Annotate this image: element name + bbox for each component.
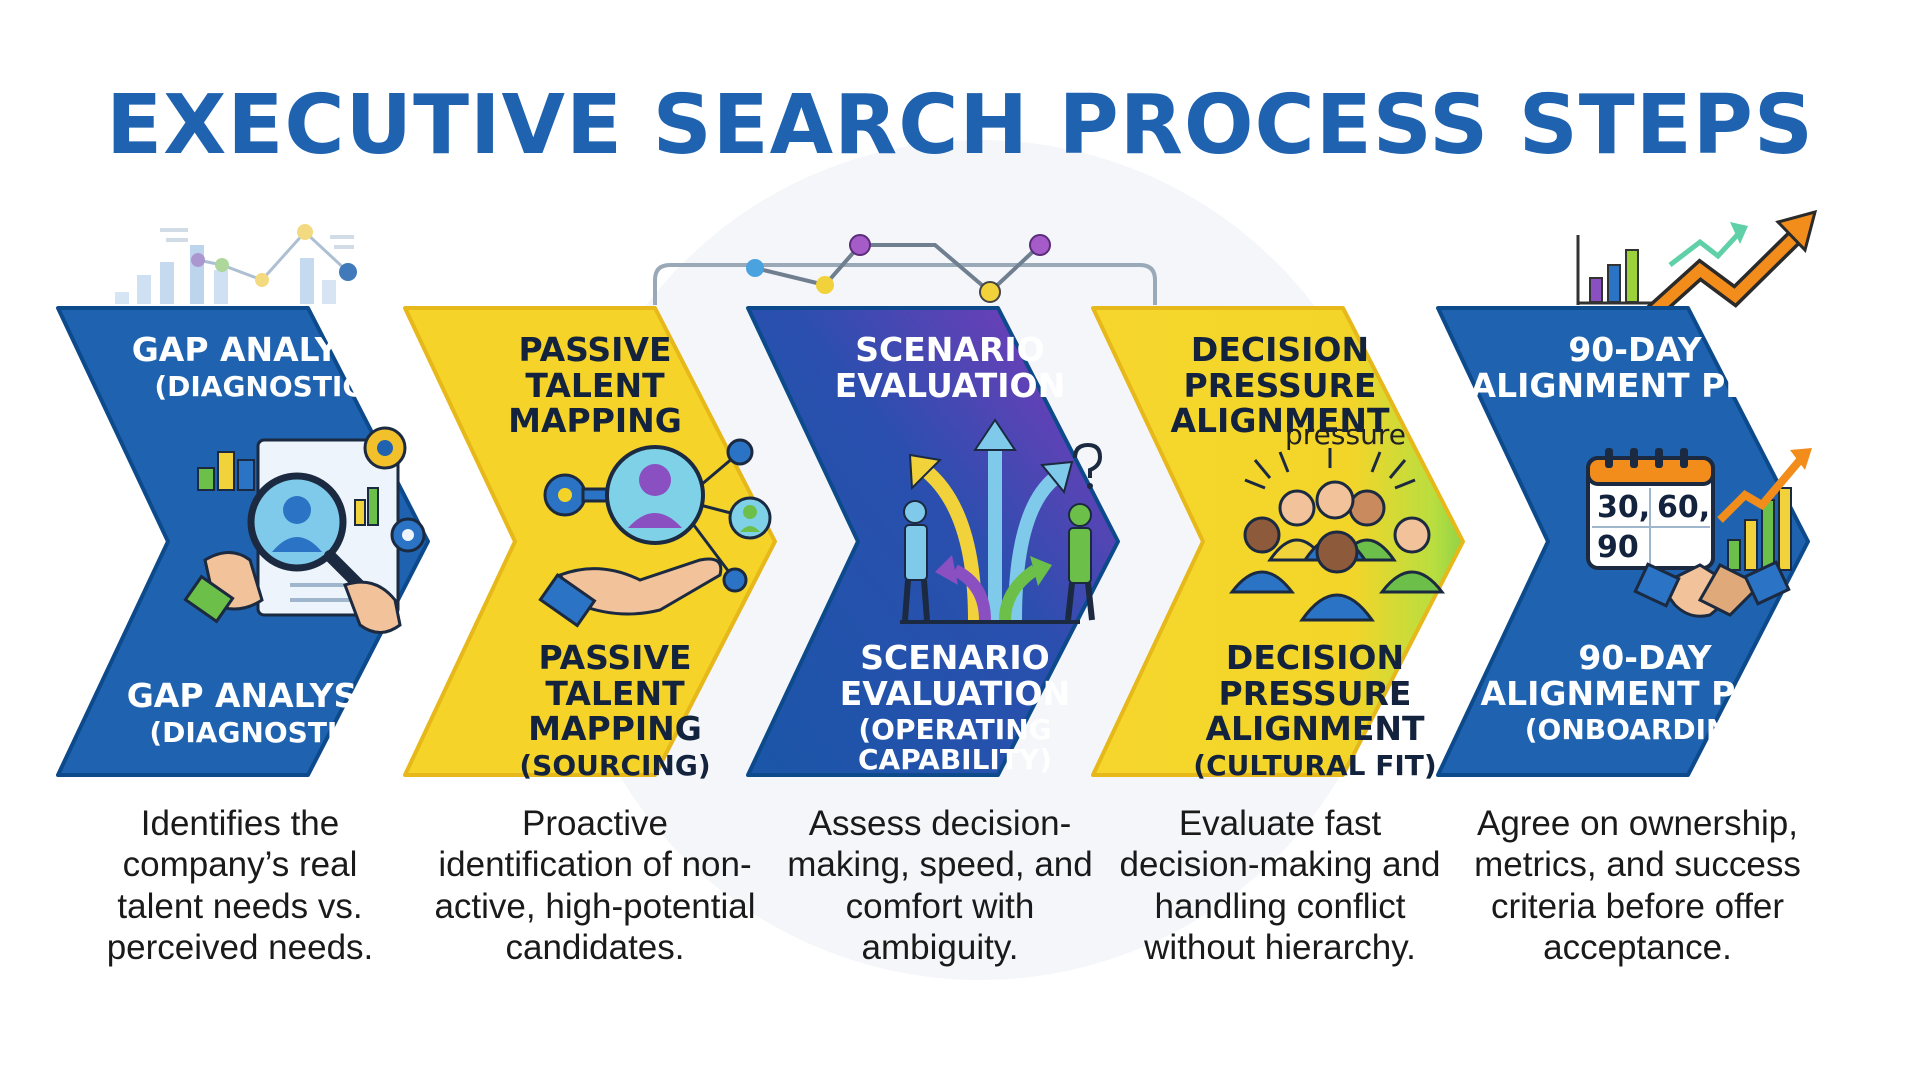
step-3-bottom-label: SCENARIO EVALUATION (OPERATING CAPABILIT…: [775, 640, 1135, 776]
team-pressure-icon: [1228, 448, 1446, 622]
step-2-description: Proactive identification of non-active, …: [434, 804, 756, 967]
step-1-chevron: [56, 306, 430, 777]
step-2-top-label: PASSIVE TALENT MAPPING: [445, 332, 745, 439]
step-5-top-label: 90-DAY ALIGNMENT PLAN: [1470, 332, 1800, 403]
step-3-top-label: SCENARIO EVALUATION: [800, 332, 1100, 403]
step-2-bottom-subtitle: (SOURCING): [519, 748, 711, 782]
growth-chart-icon: [1576, 209, 1818, 322]
step-3-bottom-subtitle: (OPERATING CAPABILITY): [857, 713, 1053, 777]
step-2-bottom-title: PASSIVE TALENT MAPPING: [528, 638, 702, 749]
connector-network-icon: [653, 234, 1157, 305]
step-1-top-title: GAP ANALYSIS: [131, 330, 399, 369]
pressure-label: pressure: [1285, 418, 1406, 451]
bar-chart-icon: [115, 224, 357, 304]
magnifier-person-icon: [183, 426, 426, 634]
step-1-bottom-subtitle: (DIAGNOSTIC): [149, 715, 371, 749]
key-network-icon: [538, 438, 772, 628]
step-1-bottom-label: GAP ANALYSIS (DIAGNOSTIC): [95, 678, 425, 748]
step-3-bottom-title: SCENARIO EVALUATION: [839, 638, 1071, 713]
step-1-description: Identifies the company’s real talent nee…: [106, 804, 374, 967]
crossroads-arrows-icon: [900, 418, 1103, 624]
step-5-bottom-label: 90-DAY ALIGNMENT PLAN (ONBOARDING): [1480, 640, 1810, 745]
calendar-handshake-icon: [1586, 448, 1812, 618]
step-4-bottom-subtitle: (CULTURAL FIT): [1193, 748, 1437, 782]
page-title: EXECUTIVE SEARCH PROCESS STEPS: [106, 78, 1814, 173]
step-3-description: Assess decision-making, speed, and comfo…: [787, 804, 1093, 967]
step-2-bottom-label: PASSIVE TALENT MAPPING (SOURCING): [465, 640, 765, 781]
step-4-bottom-title: DECISION PRESSURE ALIGNMENT: [1205, 638, 1425, 749]
calendar-label-90: 90: [1597, 530, 1639, 565]
step-3-chevron: [746, 306, 1120, 777]
person-icon: [1228, 480, 1446, 622]
step-3-top-title: SCENARIO EVALUATION: [834, 330, 1066, 405]
step-2-chevron: [403, 306, 777, 777]
step-5-bottom-subtitle: (ONBOARDING): [1524, 713, 1766, 747]
step-2-top-title: PASSIVE TALENT MAPPING: [508, 330, 682, 441]
step-4-bottom-label: DECISION PRESSURE ALIGNMENT (CULTURAL FI…: [1140, 640, 1490, 781]
step-1-top-label: GAP ANALYSIS (DIAGNOSTIC): [100, 332, 430, 402]
step-1-bottom-title: GAP ANALYSIS: [126, 676, 394, 715]
step-1-top-subtitle: (DIAGNOSTIC): [154, 369, 376, 403]
step-5-top-title: 90-DAY ALIGNMENT PLAN: [1470, 330, 1800, 405]
step-5-bottom-title: 90-DAY ALIGNMENT PLAN: [1480, 638, 1810, 713]
calendar-label-60: 60,: [1657, 490, 1711, 525]
step-4-top-label: DECISION PRESSURE ALIGNMENT: [1105, 332, 1455, 439]
step-4-top-title: DECISION PRESSURE ALIGNMENT: [1170, 330, 1390, 441]
calendar-label-30: 30,: [1597, 490, 1651, 525]
step-5-description: Agree on ownership, metrics, and success…: [1474, 804, 1801, 967]
step-4-description: Evaluate fast decision-making and handli…: [1119, 804, 1441, 967]
